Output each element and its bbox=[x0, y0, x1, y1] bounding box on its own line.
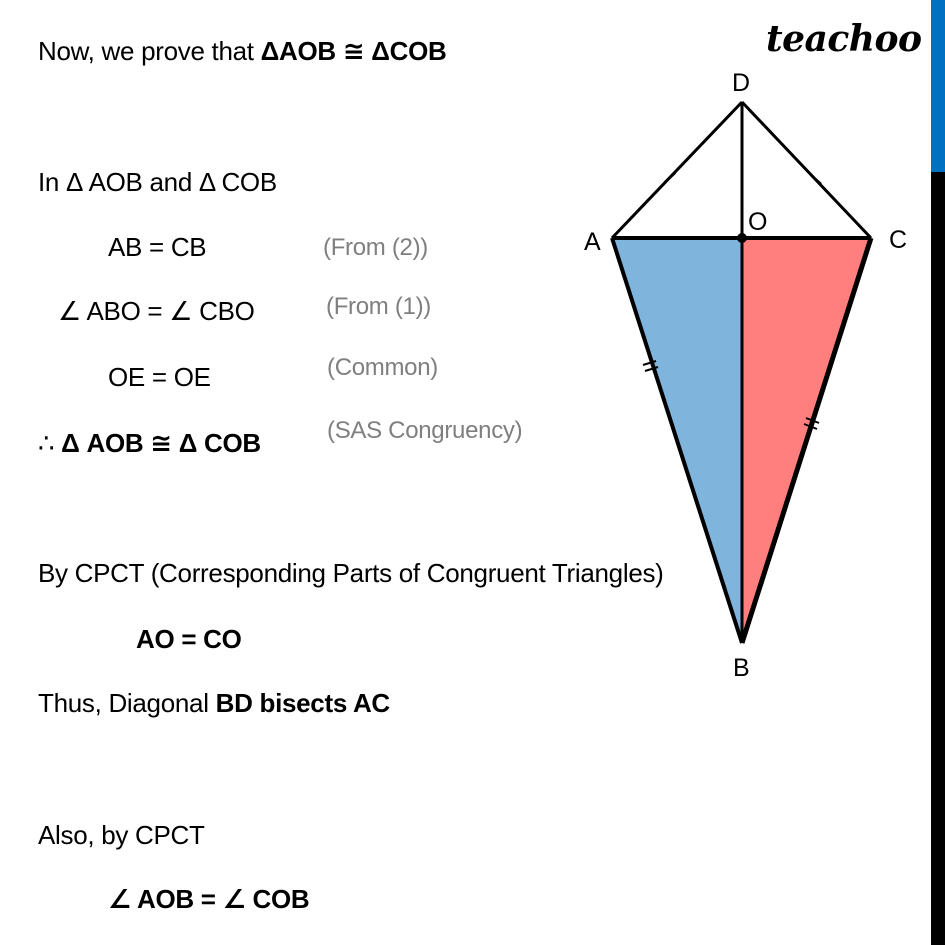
therefore-symbol: ∴ bbox=[38, 428, 62, 458]
side-ab bbox=[610, 237, 744, 644]
label-a: A bbox=[584, 228, 601, 256]
thus-bold: BD bisects AC bbox=[215, 688, 391, 718]
side-bar-accent bbox=[931, 0, 945, 172]
intro-bold: ΔAOB ≅ ΔCOB bbox=[260, 36, 447, 66]
teachoo-logo: teachoo bbox=[766, 18, 922, 60]
double-tick-ab-2 bbox=[644, 366, 659, 372]
thus-text: Thus, Diagonal bbox=[38, 688, 216, 718]
double-tick-cb-2 bbox=[803, 423, 818, 430]
reason-2: (From (1)) bbox=[326, 293, 431, 320]
side-dc bbox=[740, 100, 873, 240]
statement-1: AB = CB bbox=[108, 232, 207, 262]
label-b: B bbox=[733, 654, 750, 682]
conclusion-bold: Δ AOB ≅ Δ COB bbox=[61, 428, 261, 458]
reason-3: (Common) bbox=[327, 354, 438, 381]
side-cb bbox=[739, 237, 874, 644]
double-tick-ab-1 bbox=[642, 360, 657, 366]
label-o: O bbox=[748, 208, 767, 236]
point-o bbox=[737, 233, 747, 243]
result-ao-co: AO = CO bbox=[136, 624, 242, 654]
label-c: C bbox=[889, 226, 907, 254]
result-angle: ∠ AOB = ∠ COB bbox=[108, 884, 310, 914]
double-tick-cb-1 bbox=[805, 417, 820, 424]
in-triangles-line: In Δ AOB and Δ COB bbox=[38, 167, 277, 197]
statement-3: OE = OE bbox=[108, 362, 211, 392]
cpct-line: By CPCT (Corresponding Parts of Congruen… bbox=[38, 558, 664, 588]
reason-1: (From (2)) bbox=[323, 234, 428, 261]
also-line: Also, by CPCT bbox=[38, 820, 205, 850]
reason-4: (SAS Congruency) bbox=[327, 417, 523, 444]
tick-dc bbox=[810, 174, 822, 185]
intro-line: Now, we prove that ΔAOB ≅ ΔCOB bbox=[38, 38, 447, 64]
thus-line: Thus, Diagonal BD bisects AC bbox=[38, 690, 390, 716]
label-d: D bbox=[732, 69, 750, 97]
intro-text: Now, we prove that bbox=[38, 36, 261, 66]
side-bar-dark bbox=[931, 172, 945, 945]
side-da bbox=[610, 100, 744, 240]
statement-2: ∠ ABO = ∠ CBO bbox=[58, 296, 255, 326]
conclusion-line: ∴ Δ AOB ≅ Δ COB bbox=[38, 430, 261, 456]
tick-da bbox=[664, 172, 676, 183]
